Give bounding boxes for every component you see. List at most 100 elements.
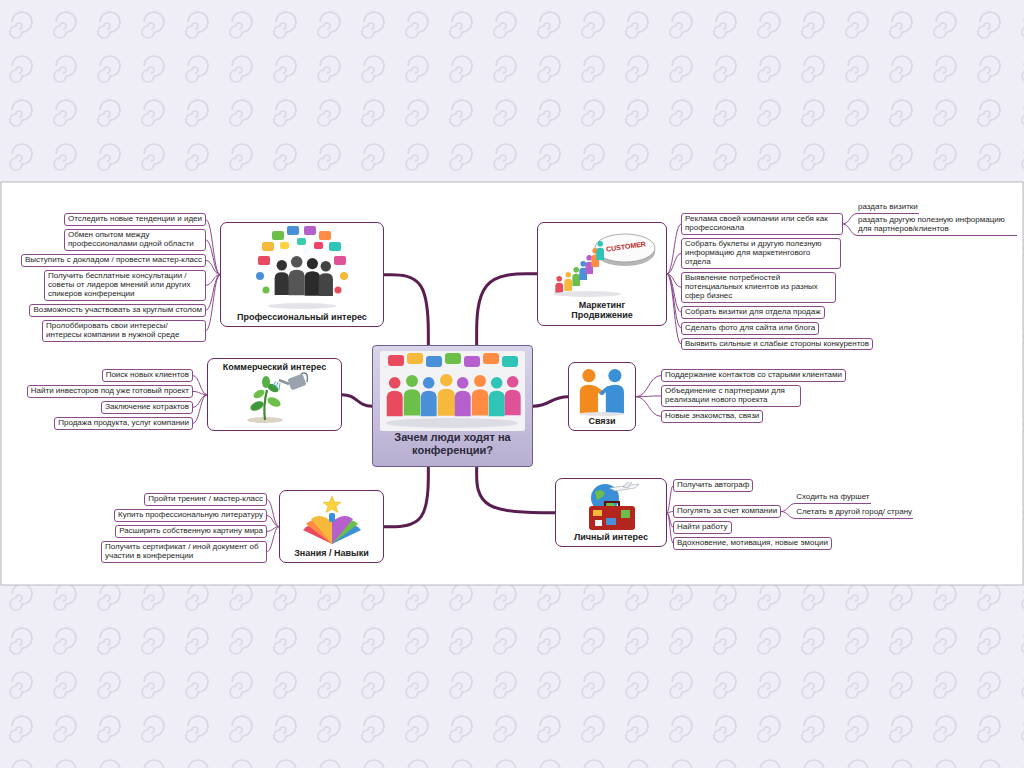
branch-topic: Коммерческий интерес	[207, 358, 342, 431]
idea-box: Выявление потребностей потенциальных кли…	[681, 272, 836, 303]
idea-box: Получить автограф	[673, 479, 753, 492]
idea-box: Найти работу	[673, 521, 732, 534]
idea-text: Реклама своей компании или себя как проф…	[685, 215, 839, 233]
idea-text: Получить сертификат / иной документ об у…	[105, 543, 263, 561]
idea-box: Получить сертификат / иной документ об у…	[101, 541, 267, 563]
idea-box: Получить бесплатные консультации / совет…	[44, 270, 206, 301]
idea-text: Найти работу	[677, 523, 728, 532]
idea-text: Купить профессиональную литературу	[118, 511, 263, 520]
branch-line	[206, 275, 220, 331]
branch-topic: Маркетинг ПродвижениеCUSTOMER	[537, 222, 667, 326]
branch-line	[267, 499, 279, 526]
illustration-art	[303, 496, 361, 544]
main-branch-line	[477, 467, 555, 512]
idea-text: Отследить новые тенденции и идеи	[68, 215, 202, 224]
idea-box: Вдохновение, мотивация, новые эмоции	[673, 537, 832, 550]
idea-text: Выявление потребностей потенциальных кли…	[685, 274, 832, 301]
topic-title: Связи	[588, 416, 615, 426]
topic-illustration	[299, 494, 365, 548]
idea-text: Получить автограф	[677, 481, 749, 490]
idea-text: Собрать буклеты и другую полезную информ…	[685, 240, 837, 267]
topic-illustration	[547, 226, 657, 300]
branch-line	[636, 397, 661, 417]
idea-box: Возможность участвовать за круглым столо…	[29, 304, 206, 317]
topic-title: Коммерческий интерес	[223, 362, 326, 372]
idea-box: Реклама своей компании или себя как проф…	[681, 213, 843, 235]
topic-title: Личный интерес	[574, 532, 648, 542]
branch-line	[193, 391, 207, 394]
idea-text: Продажа продукта, услуг компании	[58, 419, 189, 428]
branch-line	[843, 224, 857, 235]
branch-line	[781, 503, 795, 511]
branch-topic: Личный интерес	[555, 478, 667, 547]
branch-topic: Профессиональный интерес	[220, 222, 384, 327]
branch-line	[193, 375, 207, 394]
idea-box: Пройти тренинг / мастер-класс	[144, 493, 267, 506]
branch-line	[206, 240, 220, 275]
idea-text: Сделать фото для сайта или блога	[685, 324, 815, 333]
illustration-art	[589, 482, 639, 530]
idea-text: Расширить собственную картину мира	[119, 527, 263, 536]
idea-box: Погулять за счет компании	[673, 505, 781, 518]
sub-idea: раздать другую полезную информацию для п…	[857, 216, 1017, 236]
idea-text: Выявить сильные и слабые стороны конкуре…	[685, 340, 869, 349]
idea-text: Сходить на фуршет	[796, 493, 869, 502]
branch-line	[636, 375, 661, 396]
idea-text: Объединение с партнерами для реализации …	[665, 387, 797, 405]
branch-line	[667, 253, 681, 274]
idea-text: Заключение котрактов	[105, 403, 189, 412]
main-branch-line	[342, 395, 372, 407]
idea-text: Получить бесплатные консультации / совет…	[48, 272, 202, 299]
idea-box: Объединение с партнерами для реализации …	[661, 385, 801, 407]
illustration-art	[256, 226, 348, 309]
idea-text: Погулять за счет компании	[677, 507, 777, 516]
topic-illustration	[575, 366, 629, 416]
idea-text: Вдохновение, мотивация, новые эмоции	[677, 539, 828, 548]
idea-text: Выступить с докладом / провести мастер-к…	[25, 256, 202, 265]
branch-line	[267, 515, 279, 526]
branch-line	[667, 274, 681, 344]
main-branch-line	[384, 467, 428, 526]
sub-idea: раздать визитки	[857, 203, 919, 214]
idea-text: Обмен опытом между профессионалами одной…	[68, 231, 202, 249]
branch-topic: Связи	[568, 362, 636, 431]
idea-box: Найти инвесторов под уже готовый проект	[27, 385, 193, 398]
topic-title: Профессиональный интерес	[237, 312, 367, 322]
idea-box: Собрать буклеты и другую полезную информ…	[681, 238, 841, 269]
idea-box: Купить профессиональную литературу	[114, 509, 267, 522]
idea-box: Пролоббировать свои интересы/интересы ко…	[42, 320, 206, 342]
main-branch-line	[533, 397, 568, 407]
idea-text: Собрать визитки для отдела продаж	[685, 308, 821, 317]
branch-line	[206, 260, 220, 274]
idea-text: Возможность участвовать за круглым столо…	[33, 306, 202, 315]
idea-text: раздать визитки	[858, 203, 918, 212]
map-band	[1, 182, 1023, 585]
topic-illustration	[235, 372, 315, 426]
branch-line	[843, 213, 857, 224]
branch-line	[781, 511, 795, 518]
illustration-art	[553, 234, 655, 297]
idea-box: Поддержание контактов со старыми клиента…	[661, 369, 846, 382]
topic-illustration	[579, 482, 643, 532]
idea-text: раздать другую полезную информацию для п…	[858, 216, 1016, 234]
idea-box: Продажа продукта, услуг компании	[54, 417, 193, 430]
sub-idea: Сходить на фуршет	[795, 493, 870, 504]
branch-line	[206, 219, 220, 274]
idea-box: Сделать фото для сайта или блога	[681, 322, 819, 335]
idea-text: Поиск новых клиентов	[106, 371, 189, 380]
idea-box: Выявить сильные и слабые стороны конкуре…	[681, 338, 873, 351]
idea-text: Пройти тренинг / мастер-класс	[148, 495, 263, 504]
topic-title: Зачем люди ходят на конференции?	[389, 431, 517, 457]
idea-text: Поддержание контактов со старыми клиента…	[665, 371, 842, 380]
central-topic: Зачем люди ходят на конференции?	[372, 345, 533, 467]
illustration-art	[247, 373, 307, 423]
idea-text: Новые знакомства, связи	[665, 412, 759, 421]
idea-text: Найти инвесторов под уже готовый проект	[31, 387, 189, 396]
idea-box: Расширить собственную картину мира	[115, 525, 267, 538]
illustration-art	[580, 369, 624, 416]
topic-title: Знания / Навыки	[294, 548, 369, 558]
branch-topic: Знания / Навыки	[279, 490, 384, 563]
idea-text: Пролоббировать свои интересы/интересы ко…	[46, 322, 202, 340]
